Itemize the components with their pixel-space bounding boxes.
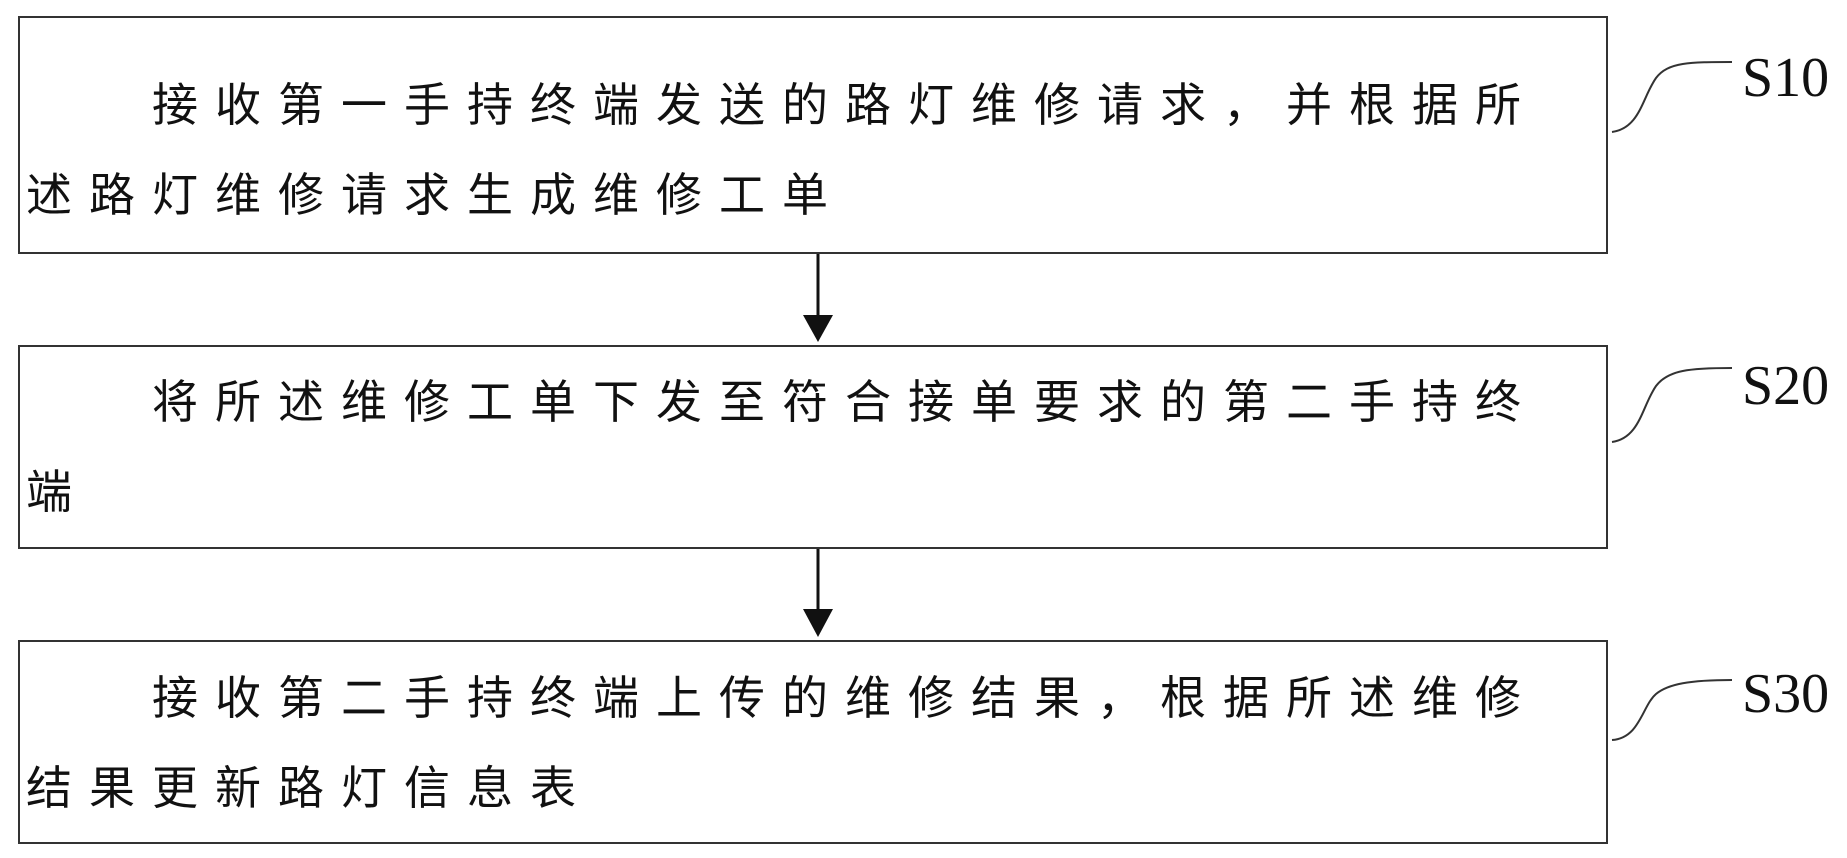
leader-line-s30 [1611,679,1733,741]
arrow-s10-to-s20 [803,254,833,342]
leader-line-s20 [1611,367,1733,443]
step-label-s20: S20 [1742,355,1830,417]
step-text-s30: 接收第二手持终端上传的维修结果，根据所述维修结果更新路灯信息表 [26,671,1538,815]
step-text-s10: 接收第一手持终端发送的路灯维修请求，并根据所述路灯维修请求生成维修工单 [26,78,1538,222]
step-label-s30: S30 [1742,663,1830,725]
step-box-s20: 将所述维修工单下发至符合接单要求的第二手持终端 [18,345,1608,549]
step-box-s10: 接收第一手持终端发送的路灯维修请求，并根据所述路灯维修请求生成维修工单 [18,16,1608,254]
arrow-s20-to-s30 [803,549,833,637]
leader-line-s10 [1611,61,1733,133]
step-box-s30: 接收第二手持终端上传的维修结果，根据所述维修结果更新路灯信息表 [18,640,1608,844]
step-text-s20: 将所述维修工单下发至符合接单要求的第二手持终端 [26,375,1538,519]
step-label-s10: S10 [1742,47,1830,109]
